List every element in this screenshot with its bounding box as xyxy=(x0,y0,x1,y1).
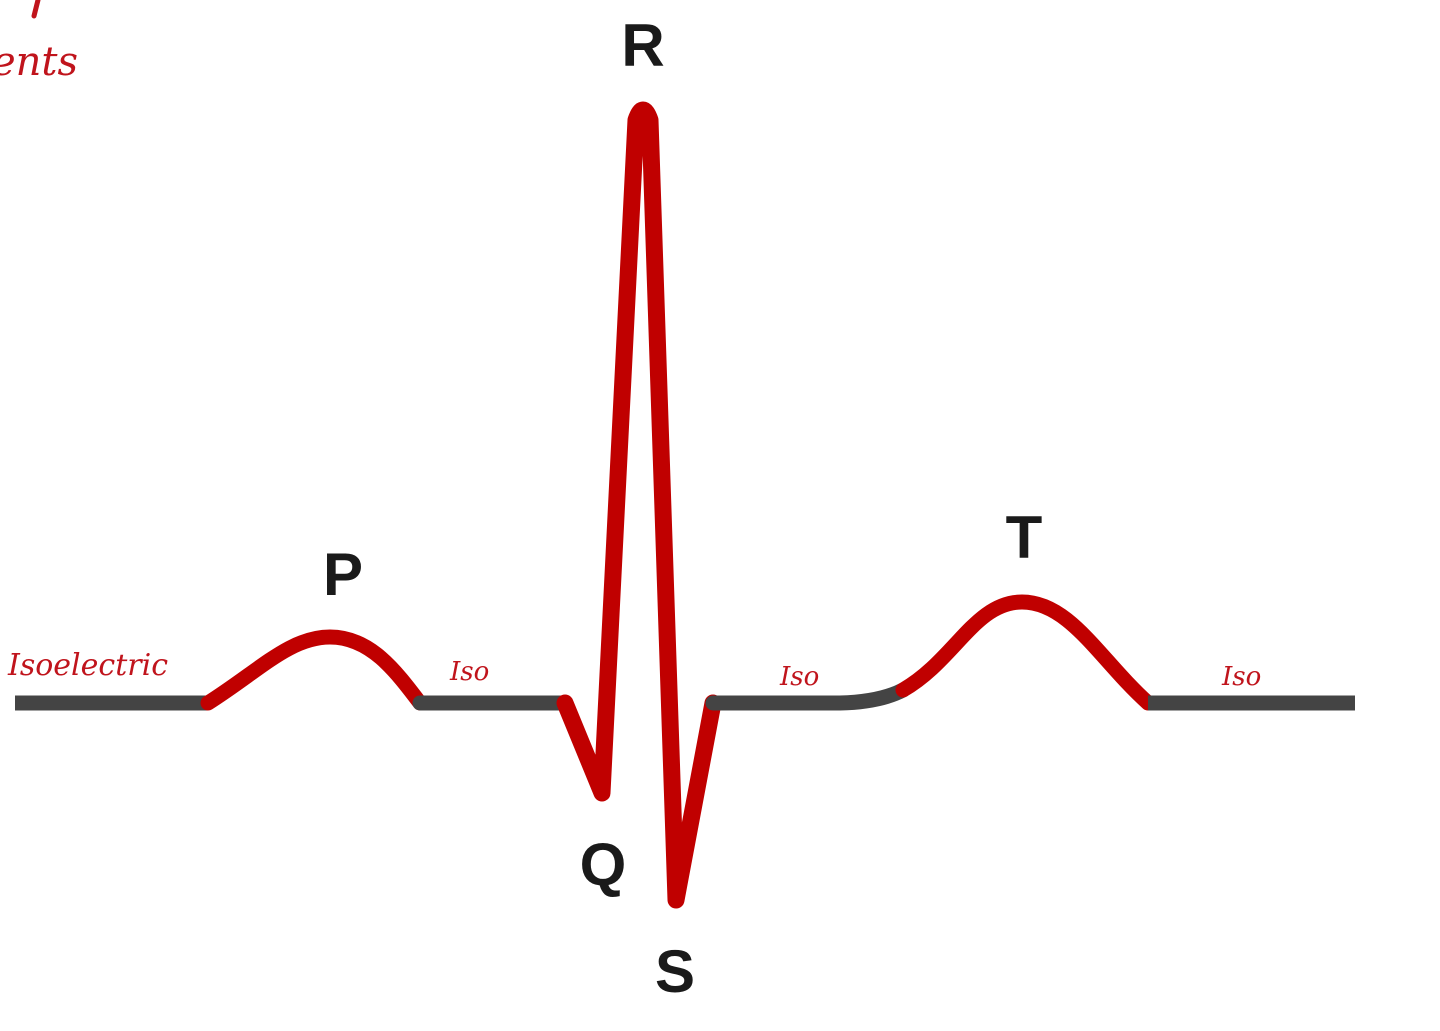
handwritten-note-top: ents xyxy=(0,39,78,85)
t-wave xyxy=(895,594,1156,711)
s-wave-label: S xyxy=(655,938,695,1005)
handwritten-iso-pr: Iso xyxy=(449,657,489,687)
handwritten-iso-st: Iso xyxy=(779,662,819,692)
handwritten-stroke xyxy=(31,0,41,19)
handwritten-isoelectric: Isoelectric xyxy=(7,648,168,683)
handwritten-iso-end: Iso xyxy=(1221,662,1261,692)
qrs-complex xyxy=(556,101,722,909)
q-wave-label: Q xyxy=(580,831,627,898)
p-wave xyxy=(200,629,428,711)
t-wave-label: T xyxy=(1006,504,1043,571)
p-wave-label: P xyxy=(323,541,363,608)
r-wave-label: R xyxy=(621,12,664,79)
